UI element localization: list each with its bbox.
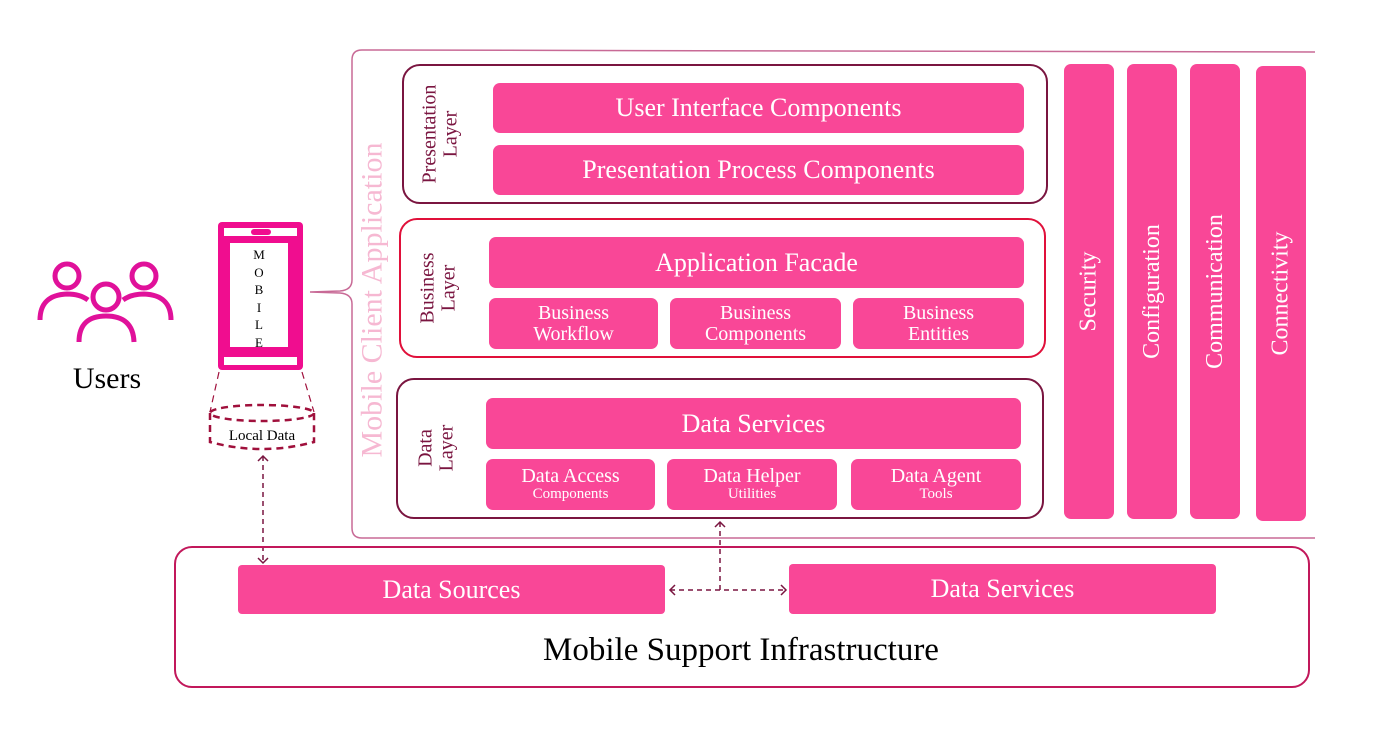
database-icon — [208, 371, 316, 451]
infrastructure-title: Mobile Support Infrastructure — [543, 632, 939, 668]
letter: B — [254, 282, 264, 297]
letter: L — [255, 317, 263, 332]
letter: E — [255, 334, 263, 350]
infrastructure-box — [174, 546, 1310, 688]
business-layer — [399, 218, 1046, 358]
local-data-label: Local Data — [228, 428, 296, 444]
presentation-layer — [402, 64, 1048, 204]
connectivity-bar: Connectivity — [1256, 66, 1306, 521]
ui-components: User Interface Components — [493, 83, 1024, 133]
users-icon — [37, 261, 174, 343]
communication-bar: Communication — [1190, 64, 1240, 519]
presentation-process-components: Presentation Process Components — [493, 145, 1024, 195]
security-bar: Security — [1064, 64, 1114, 519]
app-bracket — [309, 49, 1316, 539]
data-sources: Data Sources — [238, 565, 665, 614]
configuration-bar: Configuration — [1127, 64, 1177, 519]
letter: M — [253, 247, 265, 262]
mobile-phone-icon — [218, 222, 303, 370]
letter: O — [254, 264, 264, 280]
mobile-letters: M O B I L E — [230, 246, 288, 351]
infrastructure-data-services: Data Services — [789, 564, 1216, 614]
letter: I — [256, 299, 262, 315]
data-layer — [396, 378, 1044, 519]
data-services: Data Services — [486, 398, 1021, 449]
users-label: Users — [72, 362, 142, 395]
application-facade: Application Facade — [489, 237, 1024, 288]
